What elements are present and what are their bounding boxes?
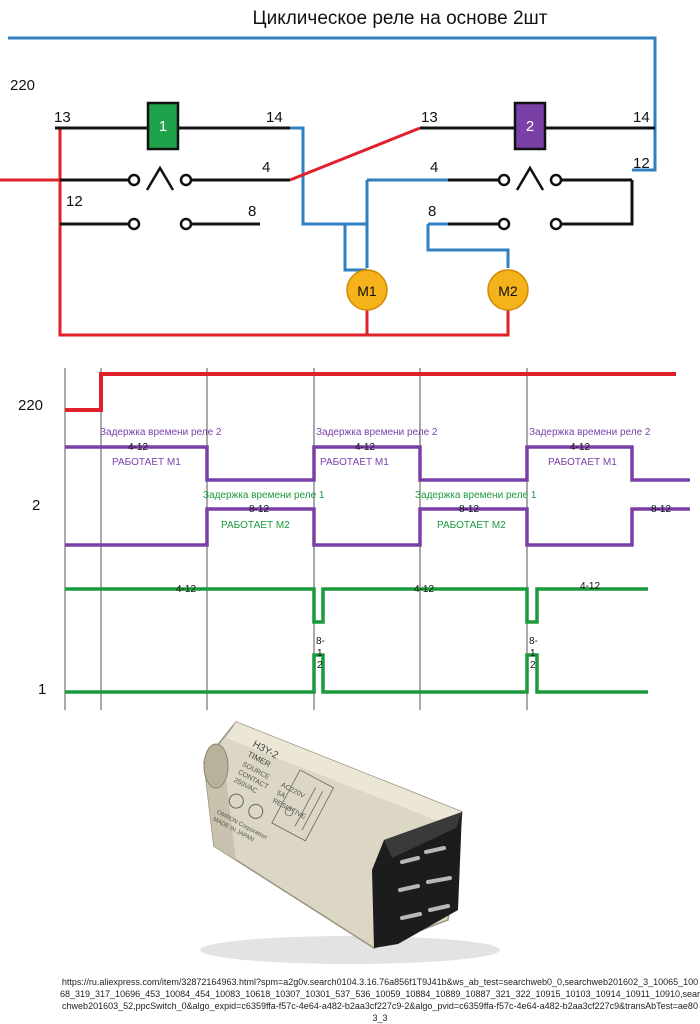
- row-label-supply: 220: [18, 397, 43, 414]
- contact-4-12-label-d: 4-12: [176, 584, 196, 595]
- neutral-wires: [8, 36, 657, 272]
- relay1-contact-8-12-trace: [65, 653, 648, 694]
- schematic: 1 2 M1 M2 220 13 14 4 12 8 13: [0, 36, 657, 337]
- relay1-pin-4: 4: [262, 159, 270, 176]
- contact-4-12-label-b: 4-12: [355, 442, 375, 453]
- runs-m1-label-2: РАБОТАЕТ М1: [320, 457, 389, 468]
- runs-m2-label-2: РАБОТАЕТ М2: [437, 520, 506, 531]
- relay1-pin-8: 8: [248, 203, 256, 220]
- contact-4-12-label-c: 4-12: [570, 442, 590, 453]
- split-8-a: 8-: [316, 636, 325, 647]
- supply-label: 220: [10, 77, 35, 94]
- relay1-pin-12: 12: [66, 193, 83, 210]
- relay-pins: [398, 846, 452, 920]
- contact-8-12-label-b: 8-12: [459, 504, 479, 515]
- runs-m2-label-1: РАБОТАЕТ М2: [221, 520, 290, 531]
- motor2-label: M2: [498, 283, 518, 299]
- supply-trace: [65, 372, 676, 412]
- figure-title: Циклическое реле на основе 2шт: [253, 8, 548, 29]
- motor1: [346, 269, 388, 311]
- runs-m1-label-1: РАБОТАЕТ М1: [112, 457, 181, 468]
- delay-relay2-label-3: Задержка времени реле 2: [529, 427, 651, 438]
- motor1-label: M1: [357, 283, 377, 299]
- source-url[interactable]: https://ru.aliexpress.com/item/328721649…: [60, 977, 700, 1023]
- row-label-relay2: 2: [32, 497, 40, 514]
- relay2-pin-8: 8: [428, 203, 436, 220]
- relay2-pin-12: 12: [633, 155, 650, 172]
- split-1-a: 1: [317, 648, 323, 659]
- split-2-a: 2: [317, 660, 323, 671]
- relay1-coil: [146, 101, 180, 151]
- delay-relay2-label-1: Задержка времени реле 2: [100, 427, 222, 438]
- relay2-wiring: [420, 126, 655, 226]
- timer-photo: H3Y-2 TIMER SOURCE CONTACT AC220V 5A 250…: [178, 712, 514, 974]
- relay1-contact-4-12-trace: [65, 587, 648, 624]
- split-2-b: 2: [530, 660, 536, 671]
- relay1-pin-14: 14: [266, 109, 283, 126]
- split-8-b: 8-: [529, 636, 538, 647]
- relay1-pin-13: 13: [54, 109, 71, 126]
- relay2-contacts: [497, 165, 563, 231]
- csa-mark-icon: [248, 803, 264, 819]
- contact-8-12-label-c: 8-12: [651, 504, 671, 515]
- ul-mark-icon: [228, 793, 244, 809]
- relay2-pin-14: 14: [633, 109, 650, 126]
- runs-m1-label-3: РАБОТАЕТ М1: [548, 457, 617, 468]
- photo-line-5a: 5A: [275, 790, 286, 800]
- relay2-label: 2: [526, 118, 534, 135]
- contact-4-12-label-f: 4-12: [580, 581, 600, 592]
- relay2-pin-4: 4: [430, 159, 438, 176]
- relay1-contacts: [127, 165, 193, 231]
- timing-diagram: 220 2 Задержка времени реле 2 Задержка в…: [18, 368, 690, 710]
- delay-relay2-label-2: Задержка времени реле 2: [316, 427, 438, 438]
- delay-relay1-label-2: Задержка времени реле 1: [415, 490, 537, 501]
- phase-wires: [0, 126, 510, 337]
- relay1-wiring: [55, 126, 290, 226]
- motor2: [487, 269, 529, 311]
- time-markers: [64, 368, 528, 710]
- relay1-label: 1: [159, 118, 167, 135]
- split-1-b: 1: [530, 648, 536, 659]
- relay2-trace: [65, 445, 690, 482]
- relay2-pin-13: 13: [421, 109, 438, 126]
- relay2-coil: [513, 101, 547, 151]
- delay-relay1-label-1: Задержка времени реле 1: [203, 490, 325, 501]
- row-label-relay1: 1: [38, 681, 46, 698]
- contact-4-12-label-e: 4-12: [414, 584, 434, 595]
- relay2-contact-8-12-trace: [65, 507, 690, 547]
- contact-4-12-label-a: 4-12: [128, 442, 148, 453]
- contact-8-12-label-a: 8-12: [249, 504, 269, 515]
